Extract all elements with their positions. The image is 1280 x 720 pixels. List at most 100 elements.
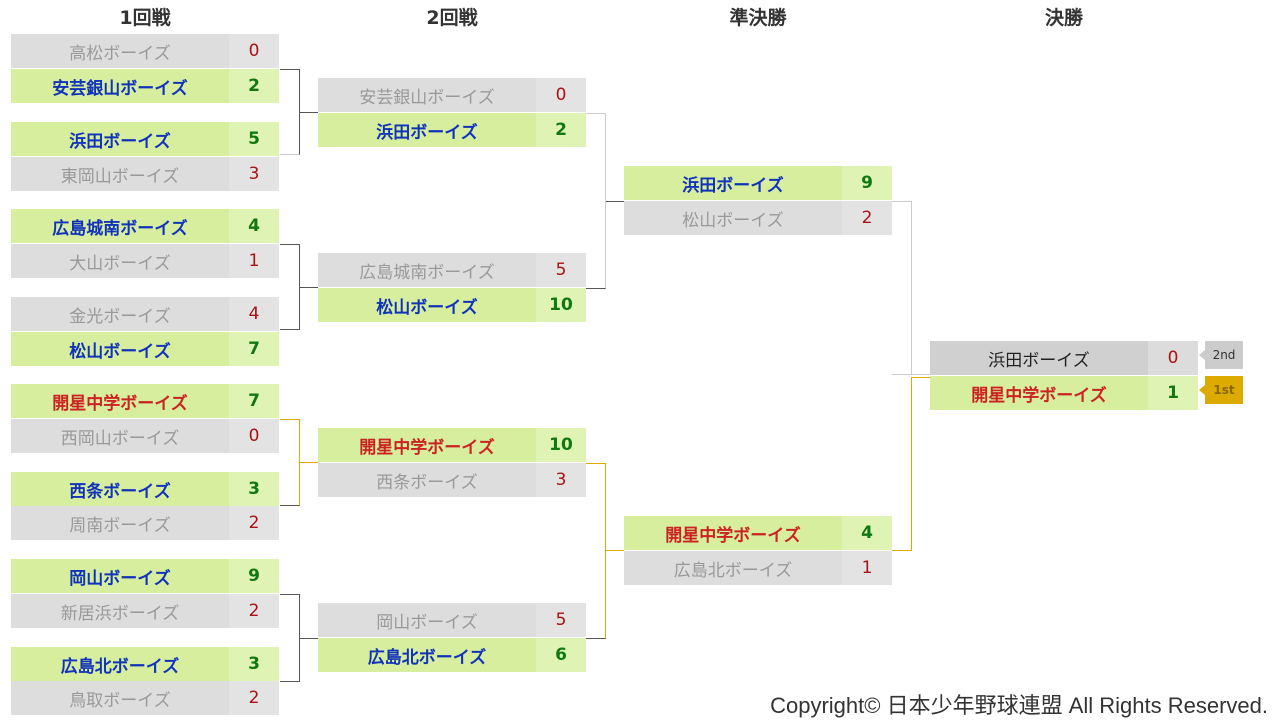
team-score: 0 bbox=[536, 78, 586, 112]
team-name: 岡山ボーイズ bbox=[318, 603, 536, 637]
bracket-line bbox=[606, 201, 624, 202]
team-name: 松山ボーイズ bbox=[624, 201, 842, 235]
bracket-line bbox=[280, 419, 300, 506]
team-name: 広島北ボーイズ bbox=[624, 551, 842, 585]
team-name: 大山ボーイズ bbox=[11, 244, 229, 278]
bracket-line bbox=[300, 287, 318, 288]
team-name: 広島城南ボーイズ bbox=[318, 253, 536, 287]
team-name: 浜田ボーイズ bbox=[318, 113, 536, 147]
team-name: 安芸銀山ボーイズ bbox=[11, 69, 229, 103]
bracket-line bbox=[586, 463, 606, 639]
bracket-line bbox=[280, 69, 300, 155]
first-place-badge: 1st bbox=[1199, 376, 1243, 404]
team-score: 2 bbox=[229, 681, 279, 715]
team-name: 安芸銀山ボーイズ bbox=[318, 78, 536, 112]
team-score: 6 bbox=[536, 638, 586, 672]
team-name: 松山ボーイズ bbox=[11, 332, 229, 366]
team-score: 9 bbox=[842, 166, 892, 200]
team-score: 2 bbox=[842, 201, 892, 235]
team-score: 1 bbox=[1148, 376, 1198, 410]
team-name: 高松ボーイズ bbox=[11, 34, 229, 68]
round-title-2: 2回戦 bbox=[426, 7, 478, 29]
team-name: 開星中学ボーイズ bbox=[318, 428, 536, 462]
team-name: 開星中学ボーイズ bbox=[624, 516, 842, 550]
team-name: 岡山ボーイズ bbox=[11, 559, 229, 593]
team-score: 0 bbox=[229, 419, 279, 453]
team-name: 松山ボーイズ bbox=[318, 288, 536, 322]
team-score: 7 bbox=[229, 332, 279, 366]
team-score: 3 bbox=[229, 647, 279, 681]
team-name: 広島城南ボーイズ bbox=[11, 209, 229, 243]
bracket-line bbox=[912, 374, 930, 375]
team-score: 3 bbox=[536, 463, 586, 497]
team-score: 7 bbox=[229, 384, 279, 418]
team-score: 0 bbox=[229, 34, 279, 68]
team-score: 2 bbox=[229, 506, 279, 540]
team-score: 9 bbox=[229, 559, 279, 593]
bracket-line bbox=[300, 638, 318, 639]
team-score: 3 bbox=[229, 157, 279, 191]
team-name: 金光ボーイズ bbox=[11, 297, 229, 331]
team-score: 2 bbox=[229, 69, 279, 103]
team-score: 3 bbox=[229, 472, 279, 506]
team-name: 浜田ボーイズ bbox=[930, 341, 1148, 375]
team-score: 5 bbox=[229, 122, 279, 156]
team-name: 開星中学ボーイズ bbox=[11, 384, 229, 418]
team-name: 周南ボーイズ bbox=[11, 506, 229, 540]
team-name: 鳥取ボーイズ bbox=[11, 681, 229, 715]
team-score: 5 bbox=[536, 603, 586, 637]
team-score: 0 bbox=[1148, 341, 1198, 375]
team-score: 2 bbox=[229, 594, 279, 628]
team-score: 10 bbox=[536, 428, 586, 462]
bracket-line bbox=[892, 201, 912, 375]
team-name: 浜田ボーイズ bbox=[624, 166, 842, 200]
team-name: 広島北ボーイズ bbox=[318, 638, 536, 672]
team-score: 1 bbox=[229, 244, 279, 278]
team-score: 4 bbox=[229, 209, 279, 243]
bracket-line bbox=[911, 377, 912, 551]
bracket-line bbox=[606, 550, 624, 551]
bracket-line bbox=[280, 244, 300, 330]
team-score: 1 bbox=[842, 551, 892, 585]
bracket-line bbox=[280, 594, 300, 682]
team-name: 西条ボーイズ bbox=[318, 463, 536, 497]
round-title-semifinal: 準決勝 bbox=[729, 7, 787, 29]
bracket-line bbox=[300, 462, 318, 463]
team-score: 10 bbox=[536, 288, 586, 322]
team-name: 東岡山ボーイズ bbox=[11, 157, 229, 191]
team-name: 西岡山ボーイズ bbox=[11, 419, 229, 453]
team-score: 2 bbox=[536, 113, 586, 147]
team-score: 5 bbox=[536, 253, 586, 287]
bracket-line bbox=[912, 377, 930, 378]
